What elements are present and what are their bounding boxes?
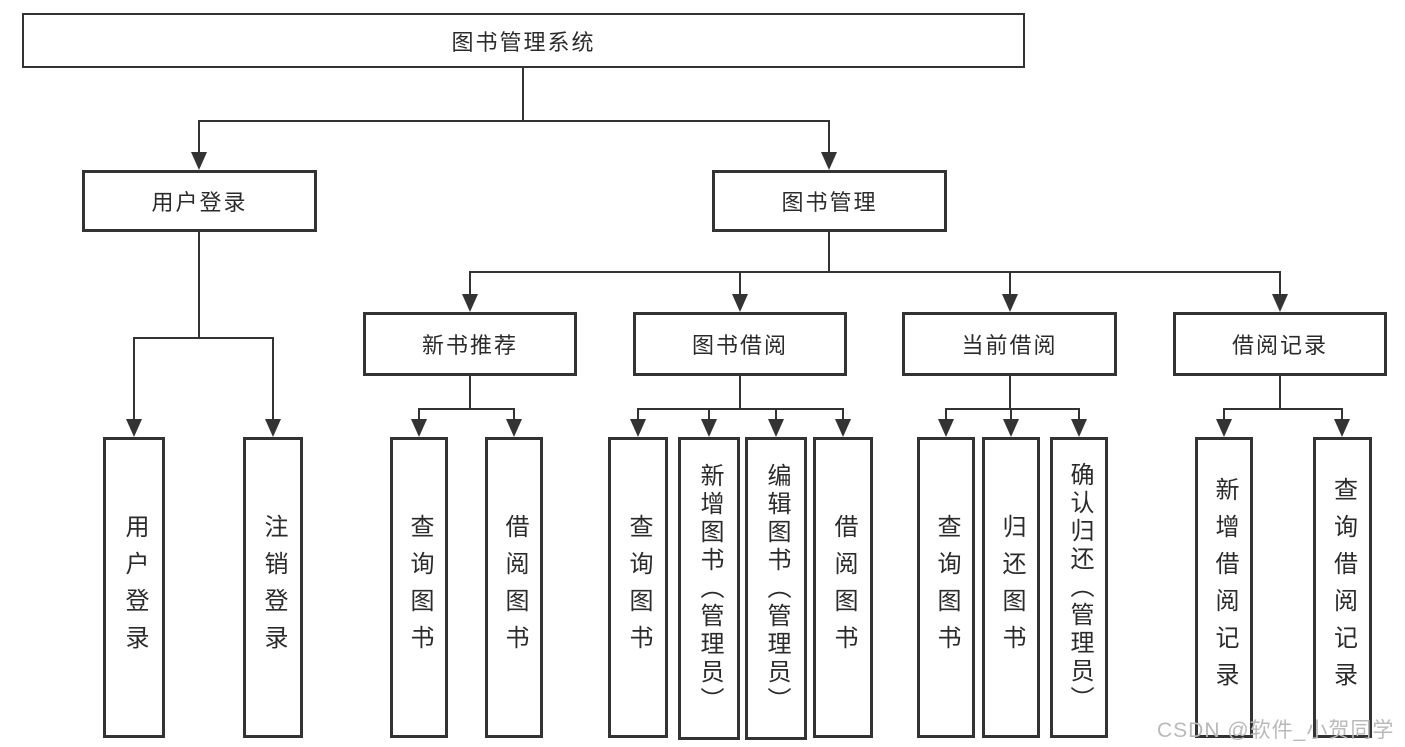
connector-new-books-rail [418,408,515,410]
leaf-query-books-1-label: 查询图书 [406,513,433,662]
connector-book-mgmt-rail [469,271,1281,273]
node-book-management: 图书管理 [712,170,947,232]
connector-root-stem [522,68,524,120]
connector-records-stem [1279,376,1281,408]
node-book-management-label: 图书管理 [781,190,878,215]
connector-to-borrow-records [1279,271,1281,294]
connector-current-rail [945,408,1080,410]
connector-to-book-mgmt [828,120,830,154]
node-borrowing-records-label: 借阅记录 [1231,333,1328,358]
arrow-bb-leaf2 [701,419,717,437]
arrow-cb-leaf3 [1071,419,1087,437]
leaf-logout-label: 注销登录 [260,513,287,662]
leaf-borrow-books-1: 借阅图书 [485,437,543,738]
connector-user-login-stem [198,232,200,337]
leaf-query-books-3-label: 查询图书 [933,513,960,662]
node-user-login-label: 用户登录 [151,190,248,215]
arrow-to-leaf-logout [265,419,281,437]
connector-bb-leaf4 [842,408,844,419]
leaf-confirm-return-admin-label: 确认归还（管理员） [1066,461,1093,714]
leaf-add-book-admin-label: 新增图书（管理员） [696,462,723,715]
arrow-nb-leaf1 [411,419,427,437]
connector-current-stem [1009,376,1011,408]
leaf-confirm-return-admin: 确认归还（管理员） [1050,437,1108,738]
arrow-bb-leaf3 [768,419,784,437]
connector-book-mgmt-stem [828,232,830,271]
connector-nb-leaf1 [418,408,420,419]
leaf-add-borrow-record-label: 新增借阅记录 [1211,476,1238,699]
arrow-to-leaf-login [126,419,142,437]
arrow-cb-leaf2 [1003,419,1019,437]
leaf-edit-book-admin-label: 编辑图书（管理员） [763,462,790,715]
node-book-borrowing: 图书借阅 [633,312,847,376]
leaf-borrow-books-1-label: 借阅图书 [501,513,528,662]
connector-new-books-stem [469,376,471,408]
arrow-br-leaf1 [1216,419,1232,437]
connector-bb-leaf2 [708,408,710,419]
connector-to-current-borrow [1009,271,1011,294]
connector-borrow-rail [637,408,844,410]
connector-to-new-books [469,271,471,294]
arrow-bb-leaf4 [835,419,851,437]
connector-root-rail [198,120,830,122]
arrow-to-book-borrow [732,294,748,312]
csdn-watermark: CSDN @软件_小贺同学 [1157,719,1395,742]
connector-br-leaf1 [1223,408,1225,419]
node-user-login: 用户登录 [82,170,317,232]
connector-br-leaf2 [1341,408,1343,419]
leaf-user-login: 用户登录 [103,437,165,738]
arrow-nb-leaf2 [506,419,522,437]
arrow-br-leaf2 [1334,419,1350,437]
node-current-borrowing-label: 当前借阅 [961,333,1058,358]
node-book-borrowing-label: 图书借阅 [691,333,788,358]
leaf-borrow-books-2: 借阅图书 [813,437,873,738]
leaf-query-borrow-record-label: 查询借阅记录 [1329,476,1357,699]
connector-nb-leaf2 [513,408,515,419]
arrow-to-user-login [191,152,207,170]
node-borrowing-records: 借阅记录 [1173,312,1387,376]
connector-bb-leaf3 [775,408,777,419]
connector-cb-leaf1 [945,408,947,419]
connector-to-leaf-logout [272,337,274,419]
connector-to-leaf-login [133,337,135,419]
node-current-borrowing: 当前借阅 [902,312,1117,376]
connector-borrow-stem [739,376,741,408]
leaf-edit-book-admin: 编辑图书（管理员） [745,437,807,740]
leaf-query-books-1: 查询图书 [390,437,448,738]
connector-to-book-borrow [739,271,741,294]
arrow-to-borrow-records [1272,294,1288,312]
leaf-return-books: 归还图书 [982,437,1040,738]
leaf-add-borrow-record: 新增借阅记录 [1195,437,1253,738]
leaf-query-books-3: 查询图书 [917,437,975,738]
arrow-to-current-borrow [1002,294,1018,312]
node-root-label: 图书管理系统 [451,29,596,55]
leaf-borrow-books-2-label: 借阅图书 [830,513,857,662]
connector-cb-leaf3 [1078,408,1080,419]
leaf-query-books-2: 查询图书 [608,437,668,738]
connector-to-user-login [198,120,200,154]
leaf-return-books-label: 归还图书 [998,513,1025,662]
connector-records-rail [1223,408,1343,410]
leaf-add-book-admin: 新增图书（管理员） [678,437,740,740]
node-new-book-recommend-label: 新书推荐 [421,333,518,358]
connector-bb-leaf1 [637,408,639,419]
connector-user-login-rail [133,337,273,339]
node-root-system: 图书管理系统 [22,13,1025,68]
leaf-user-login-label: 用户登录 [121,513,148,662]
leaf-query-borrow-record: 查询借阅记录 [1313,437,1372,738]
arrow-to-new-books [462,294,478,312]
node-new-book-recommend: 新书推荐 [363,312,577,376]
arrow-bb-leaf1 [630,419,646,437]
leaf-query-books-2-label: 查询图书 [625,513,652,662]
connector-cb-leaf2 [1010,408,1012,419]
leaf-logout: 注销登录 [243,437,303,738]
arrow-to-book-mgmt [821,152,837,170]
arrow-cb-leaf1 [938,419,954,437]
